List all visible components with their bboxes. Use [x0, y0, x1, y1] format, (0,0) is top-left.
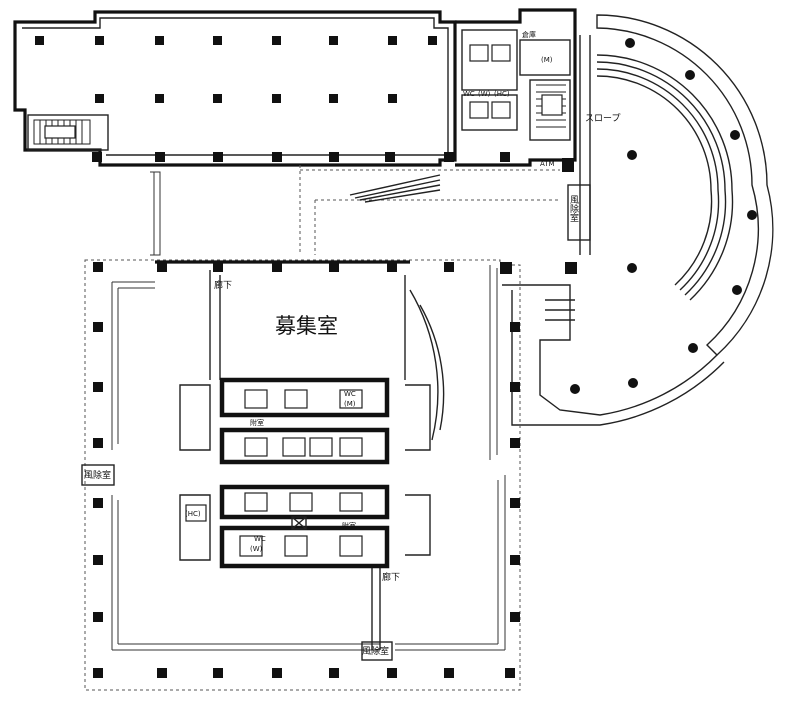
connector-passage: 風除室 — [150, 165, 591, 256]
north-wing-columns — [35, 36, 574, 172]
south-tower — [81, 259, 521, 691]
windbreak-room-label-south: 風除室 — [362, 645, 389, 657]
hc-label-north: (HC) — [494, 90, 510, 98]
recruiting-room-label: 募集室 — [275, 314, 338, 338]
slope-label: スロープ — [585, 113, 620, 124]
north-wing — [13, 10, 457, 167]
curved-entrance-columns — [570, 38, 757, 394]
corridor-label-lower: 廊下 — [382, 571, 400, 583]
north-stair — [33, 119, 91, 145]
south-tower-columns — [93, 262, 577, 678]
storage-label: 倉庫 — [522, 30, 536, 39]
wc-w-label-lower: (W) — [250, 545, 263, 553]
ne-service-core: 倉庫 WC (W) (HC) (M) ATM — [455, 8, 577, 168]
corridor-label-upper: 廊下 — [214, 279, 232, 291]
curved-entrance: スロープ — [502, 14, 774, 426]
central-core: 附室 附室 WC (M) WC (W) (HC) — [185, 377, 390, 569]
wc-label-north: WC — [463, 90, 475, 98]
wc-m-label-north: (M) — [541, 56, 553, 64]
wc-label-upper: WC — [344, 390, 356, 398]
wc-w-label-north: (W) — [478, 90, 491, 98]
anteroom-label-lower: 附室 — [342, 521, 356, 530]
wc-label-lower: WC — [254, 535, 266, 543]
atm-label: ATM — [540, 160, 555, 168]
hc-label-south: (HC) — [185, 510, 201, 518]
wc-m-label-upper: (M) — [344, 400, 356, 408]
windbreak-room-label-east: 風除室 — [568, 195, 579, 222]
anteroom-label-upper: 附室 — [250, 418, 264, 427]
windbreak-room-label-west: 風除室 — [84, 469, 111, 481]
